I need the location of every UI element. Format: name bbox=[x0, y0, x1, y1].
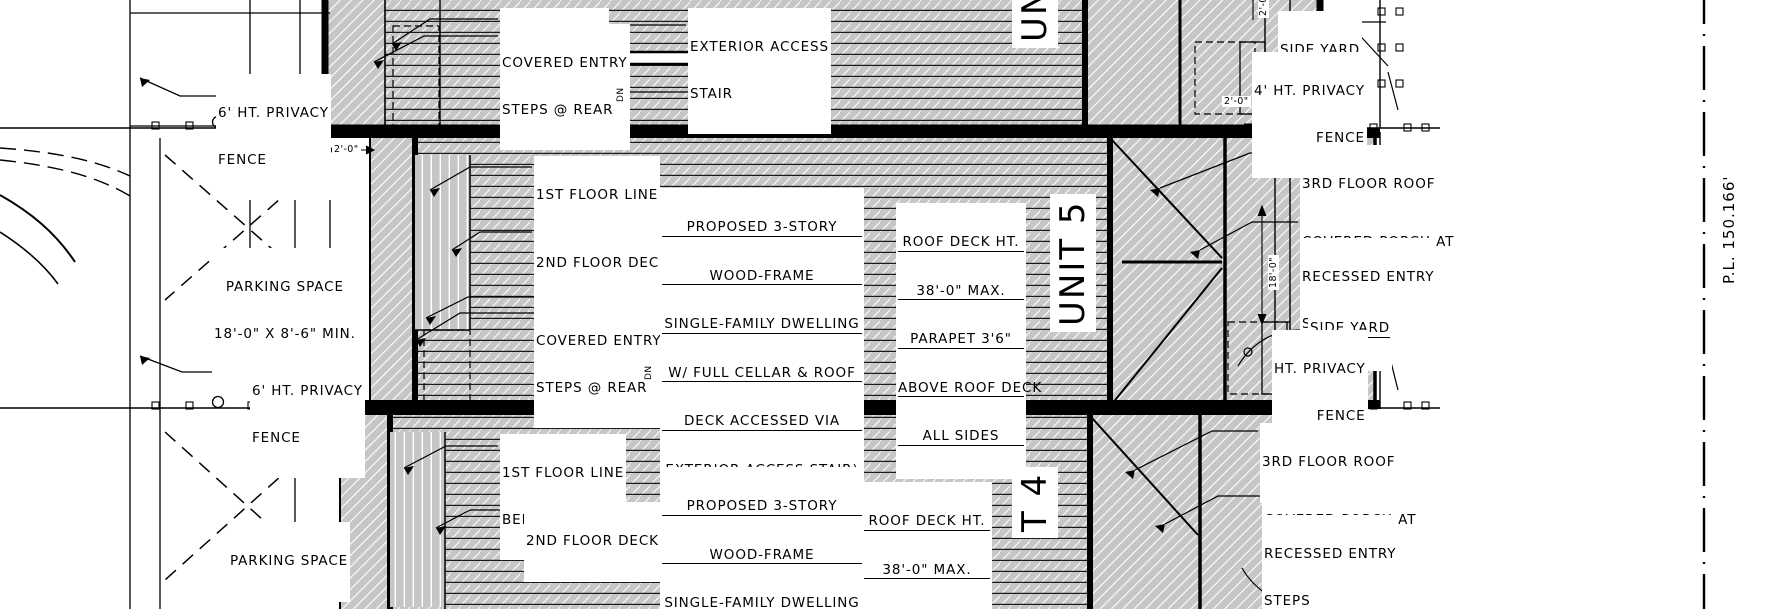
stair-direction-top: DN bbox=[616, 87, 626, 102]
stair-direction-mid: DN bbox=[644, 365, 654, 380]
dimension-2ft-left: 2'-0" bbox=[332, 144, 361, 155]
callout-recessed-entry-bot: RECESSED ENTRY STEPS bbox=[1262, 515, 1399, 609]
callout-privacy-fence-6ft-top: 6' HT. PRIVACY FENCE bbox=[216, 74, 331, 200]
callout-parking-space-bot: PARKING SPACE bbox=[228, 522, 351, 602]
callout-covered-entry-mid: COVERED ENTRY STEPS @ REAR bbox=[534, 302, 664, 428]
callout-covered-entry-top: COVERED ENTRY STEPS @ REAR bbox=[500, 24, 630, 150]
note-roof-deck-height-mid: ROOF DECK HT. 38'-0" MAX. PARAPET 3'6" A… bbox=[896, 203, 1041, 479]
dimension-18ft-right: 18'-0" bbox=[1268, 255, 1279, 290]
callout-exterior-access-stair-top: EXTERIOR ACCESS STAIR bbox=[688, 8, 831, 134]
note-proposed-dwelling-bot: PROPOSED 3-STORY WOOD-FRAME SINGLE-FAMIL… bbox=[660, 467, 864, 609]
note-roof-deck-height-bot: ROOF DECK HT. 38'-0" MAX. PARAPET 3'6" A… bbox=[862, 482, 992, 609]
dimension-2ft-right-top: 2'-0" bbox=[1222, 96, 1251, 107]
callout-second-floor-deck-bot: 2ND FLOOR DECK bbox=[524, 502, 661, 582]
unit-label-unit-4: T 4 bbox=[1012, 466, 1058, 538]
unit-label-unit-5: UNIT 5 bbox=[1050, 194, 1096, 332]
property-line-label: P.L. 150.166' bbox=[1718, 171, 1740, 288]
callout-second-floor-deck-mid: 2ND FLOOR DECK bbox=[534, 224, 671, 304]
dimension-tick-top-right: 2'-0" bbox=[1258, 0, 1269, 18]
unit-label-top: UNIT bbox=[1012, 0, 1058, 48]
callout-parking-space-mid: PARKING SPACE 18'-0" X 8'-6" MIN. bbox=[212, 248, 358, 374]
note-proposed-dwelling-mid: PROPOSED 3-STORY WOOD-FRAME SINGLE-FAMIL… bbox=[660, 188, 864, 512]
